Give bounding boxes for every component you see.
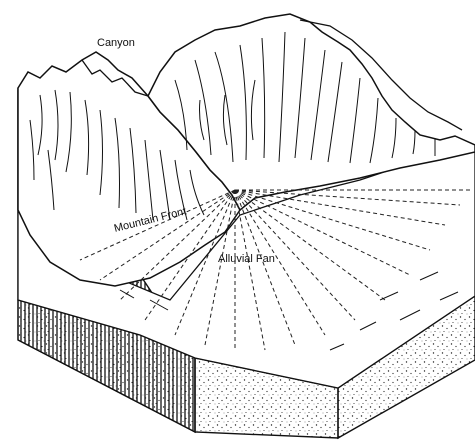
canyon-label: Canyon	[97, 37, 135, 49]
alluvial-fan-label: Alluvial Fan	[218, 253, 275, 265]
